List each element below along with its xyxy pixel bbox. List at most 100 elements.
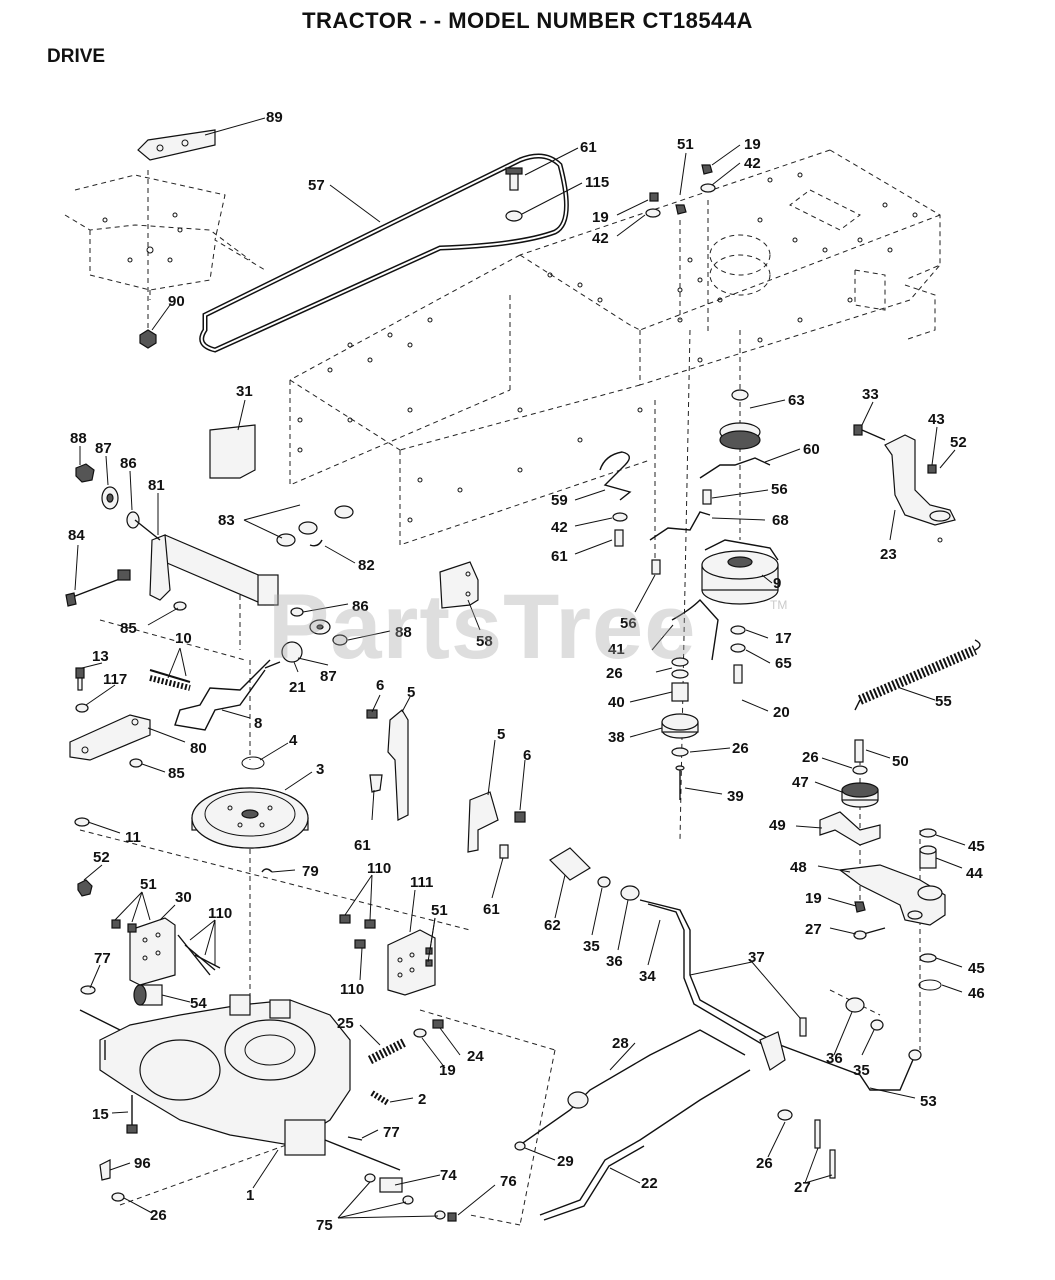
callout-51: 51	[140, 876, 157, 893]
part-30-plate	[111, 917, 221, 986]
part-59-clip	[599, 451, 632, 547]
part-10-springs	[75, 667, 191, 713]
callout-61: 61	[483, 901, 500, 918]
callout-42: 42	[551, 519, 568, 536]
part-53-rod-end	[908, 1049, 922, 1061]
section-heading: DRIVE	[47, 46, 106, 67]
callout-86: 86	[352, 598, 369, 615]
callout-30: 30	[175, 889, 192, 906]
callout-labels: 89 57 61 115 51 19 42 19 42 90 31 63 60 …	[68, 109, 985, 1234]
callout-49: 49	[769, 817, 786, 834]
tractor-frame	[64, 149, 941, 546]
callout-52: 52	[93, 849, 110, 866]
callout-31: 31	[236, 383, 253, 400]
callout-65: 65	[775, 655, 792, 672]
callout-60: 60	[803, 441, 820, 458]
callout-9: 9	[773, 575, 781, 592]
part-58-shield	[439, 561, 479, 609]
leader-lines	[74, 117, 966, 1219]
callout-5: 5	[497, 726, 505, 743]
callout-86: 86	[120, 455, 137, 472]
partstree-watermark: PartsTree	[268, 576, 697, 678]
part-49-bracket	[819, 811, 881, 846]
part-1-transaxle	[79, 994, 401, 1171]
part-38-pulley-stack	[661, 657, 699, 757]
part-62-sleeve	[549, 847, 640, 901]
part-11-washer	[74, 817, 90, 827]
callout-8: 8	[254, 715, 262, 732]
callout-19: 19	[744, 136, 761, 153]
callout-50: 50	[892, 753, 909, 770]
part-60-rod	[699, 457, 771, 479]
callout-48: 48	[790, 859, 807, 876]
part-41-bracket	[671, 598, 719, 661]
callout-39: 39	[727, 788, 744, 805]
callout-88: 88	[395, 624, 412, 641]
callout-74: 74	[440, 1167, 457, 1184]
callout-81: 81	[148, 477, 165, 494]
callout-61: 61	[354, 837, 371, 854]
part-17-65-20-hardware	[730, 625, 746, 684]
callout-19: 19	[439, 1062, 456, 1079]
part-8-shift-rod	[174, 659, 281, 731]
callout-26: 26	[756, 1155, 773, 1172]
part-54-bushing	[80, 984, 163, 1006]
callout-52: 52	[950, 434, 967, 451]
part-55-spring	[854, 639, 981, 711]
callout-61: 61	[580, 139, 597, 156]
callout-83: 83	[218, 512, 235, 529]
callout-40: 40	[608, 694, 625, 711]
callout-34: 34	[639, 968, 656, 985]
callout-28: 28	[612, 1035, 629, 1052]
part-83-82-washers	[276, 505, 354, 547]
callout-22: 22	[641, 1175, 658, 1192]
part-9-electric-clutch	[701, 539, 779, 605]
callout-55: 55	[935, 693, 952, 710]
part-61-bolt-top	[505, 167, 523, 222]
callout-51: 51	[677, 136, 694, 153]
callout-85: 85	[168, 765, 185, 782]
part-89-cover-plate	[137, 129, 216, 161]
callout-61: 61	[551, 548, 568, 565]
callout-26: 26	[802, 749, 819, 766]
part-22-rod	[539, 1069, 751, 1221]
callout-110: 110	[367, 860, 391, 877]
part-25-spring	[367, 1019, 444, 1065]
callout-63: 63	[788, 392, 805, 409]
part-56-bolt	[651, 489, 712, 575]
callout-85: 85	[120, 620, 137, 637]
callout-57: 57	[308, 177, 325, 194]
part-26-27-right	[777, 1109, 836, 1179]
part-39-shaft	[675, 765, 685, 800]
callout-42: 42	[744, 155, 761, 172]
callout-26: 26	[606, 665, 623, 682]
callout-51: 51	[431, 902, 448, 919]
callout-56: 56	[771, 481, 788, 498]
callout-84: 84	[68, 527, 85, 544]
page-title: TRACTOR - - MODEL NUMBER CT18544A	[302, 8, 753, 33]
callout-44: 44	[966, 865, 983, 882]
callout-115: 115	[585, 174, 609, 191]
part-77-pin	[347, 1136, 363, 1141]
callout-35: 35	[853, 1062, 870, 1079]
part-57-drive-belt	[199, 153, 569, 353]
callout-33: 33	[862, 386, 879, 403]
part-80-bracket	[69, 714, 151, 761]
callout-4: 4	[289, 732, 298, 749]
callout-11: 11	[125, 829, 141, 846]
callout-17: 17	[775, 630, 792, 647]
callout-53: 53	[920, 1093, 937, 1110]
callout-59: 59	[551, 492, 568, 509]
callout-42: 42	[592, 230, 609, 247]
callout-87: 87	[95, 440, 112, 457]
callout-54: 54	[190, 995, 207, 1012]
callout-27: 27	[794, 1179, 811, 1196]
callout-117: 117	[103, 671, 127, 688]
callout-77: 77	[383, 1124, 400, 1141]
callout-87: 87	[320, 668, 337, 685]
callout-25: 25	[337, 1015, 354, 1032]
callout-77: 77	[94, 950, 111, 967]
callout-68: 68	[772, 512, 789, 529]
callout-45: 45	[968, 838, 985, 855]
